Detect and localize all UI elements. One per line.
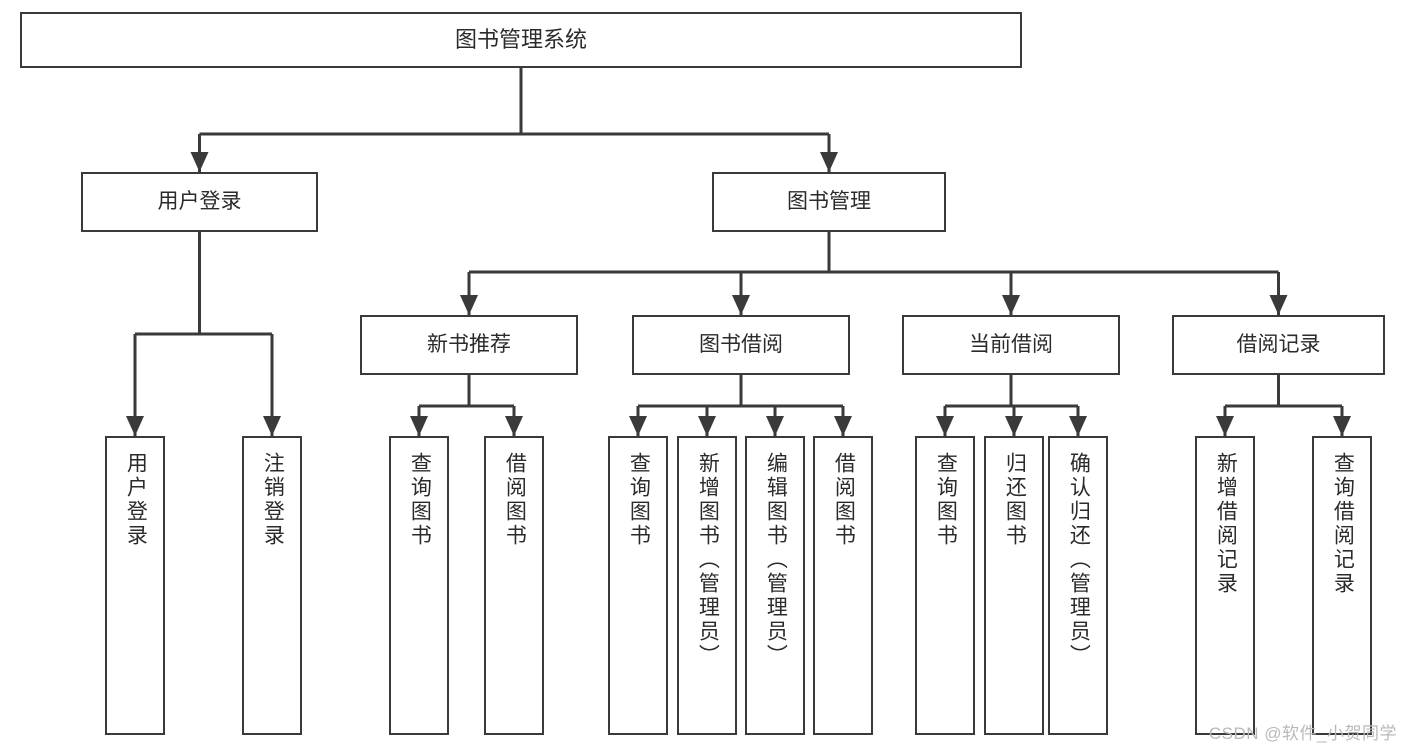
node-root[interactable]: 图书管理系统 [20,12,1022,68]
arrowhead-icon [1269,295,1288,315]
node-leaf-return-book[interactable]: 归还图书 [984,436,1044,735]
node-borrow-record[interactable]: 借阅记录 [1172,315,1385,375]
arrowhead-icon [263,416,281,436]
arrowhead-icon [766,416,784,436]
arrowhead-icon [820,152,838,172]
node-book-manage[interactable]: 图书管理 [712,172,946,232]
node-label-user-login: 用户登录 [157,189,242,213]
node-label-leaf-add-record: 新增借阅记录 [1214,452,1238,596]
arrowhead-icon [629,416,647,436]
node-label-leaf-add-book: 新增图书（管理员） [696,452,720,668]
node-leaf-query-book-cur[interactable]: 查询图书 [915,436,975,735]
node-leaf-edit-book[interactable]: 编辑图书（管理员） [745,436,805,735]
node-label-leaf-borrow-book-rec: 借阅图书 [503,452,527,548]
node-user-login[interactable]: 用户登录 [81,172,318,232]
arrowhead-icon [1069,416,1087,436]
node-current-borrow[interactable]: 当前借阅 [902,315,1120,375]
arrowhead-icon [190,152,209,172]
node-leaf-add-book[interactable]: 新增图书（管理员） [677,436,737,735]
arrowhead-icon [460,295,478,315]
node-leaf-user-login[interactable]: 用户登录 [105,436,165,735]
node-label-leaf-confirm-return: 确认归还（管理员） [1067,452,1091,668]
node-leaf-borrow-book-rec[interactable]: 借阅图书 [484,436,544,735]
node-label-leaf-query-book-rec: 查询图书 [408,452,432,548]
node-label-leaf-query-book: 查询图书 [627,452,651,548]
node-leaf-query-book[interactable]: 查询图书 [608,436,668,735]
node-label-leaf-user-login: 用户登录 [124,452,148,548]
node-book-borrow[interactable]: 图书借阅 [632,315,850,375]
node-leaf-query-book-rec[interactable]: 查询图书 [389,436,449,735]
node-leaf-confirm-return[interactable]: 确认归还（管理员） [1048,436,1108,735]
arrowhead-icon [126,416,144,436]
node-label-leaf-query-book-cur: 查询图书 [934,452,958,548]
node-label-book-borrow: 图书借阅 [699,332,783,356]
arrowhead-icon [1002,295,1020,315]
node-label-leaf-return-book: 归还图书 [1003,452,1027,548]
node-label-new-book-rec: 新书推荐 [427,332,511,356]
node-leaf-query-record[interactable]: 查询借阅记录 [1312,436,1372,735]
node-label-current-borrow: 当前借阅 [969,332,1053,356]
arrowhead-icon [1005,416,1023,436]
node-new-book-rec[interactable]: 新书推荐 [360,315,578,375]
node-label-leaf-borrow-book: 借阅图书 [832,452,856,548]
node-leaf-user-logout[interactable]: 注销登录 [242,436,302,735]
arrowhead-icon [1216,416,1234,436]
node-leaf-borrow-book[interactable]: 借阅图书 [813,436,873,735]
arrowhead-icon [505,416,523,436]
arrowhead-icon [410,416,428,436]
node-label-leaf-edit-book: 编辑图书（管理员） [764,452,788,668]
arrowhead-icon [1333,416,1351,436]
node-label-root: 图书管理系统 [454,27,587,53]
node-label-borrow-record: 借阅记录 [1236,332,1321,356]
arrowhead-icon [732,295,750,315]
node-label-leaf-query-record: 查询借阅记录 [1331,452,1355,596]
node-leaf-add-record[interactable]: 新增借阅记录 [1195,436,1255,735]
arrowhead-icon [698,416,716,436]
arrowhead-icon [834,416,852,436]
node-label-book-manage: 图书管理 [787,189,871,213]
arrowhead-icon [936,416,954,436]
node-label-leaf-user-logout: 注销登录 [261,452,285,548]
watermark-text: CSDN @软件_小贺同学 [1208,724,1397,743]
